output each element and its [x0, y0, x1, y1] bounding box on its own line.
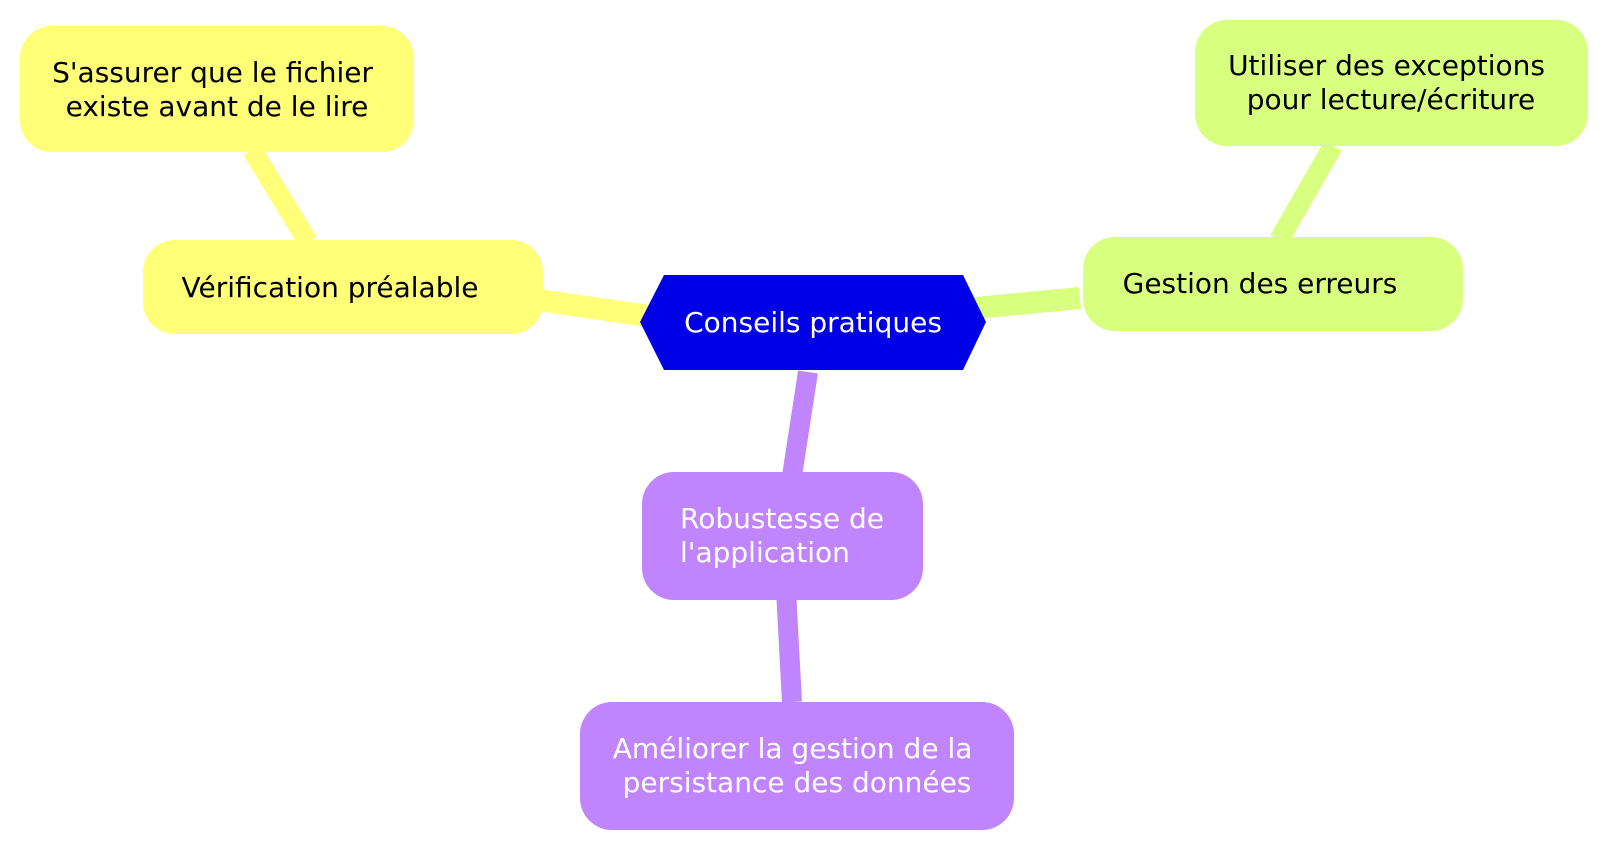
file-existence-node[interactable]: S'assurer que le fichier existe avant de… — [20, 26, 414, 152]
exceptions-node[interactable]: Utiliser des exceptions pour lecture/écr… — [1195, 20, 1588, 146]
branch-error-handling-label: Gestion des erreurs — [1123, 267, 1398, 300]
exceptions-line-2: pour lecture/écriture — [1247, 83, 1536, 116]
persistence-label: Améliorer la gestion de la persistance d… — [613, 732, 982, 799]
persistence-line-1: Améliorer la gestion de la — [613, 732, 973, 765]
edge-root-to-robustness — [782, 370, 818, 478]
edges — [243, 141, 1342, 703]
root-node[interactable]: Conseils pratiques — [640, 275, 986, 370]
file-existence-label: S'assurer que le fichier existe avant de… — [52, 56, 382, 123]
branch-robustness-node[interactable]: Robustesse de l'application — [642, 472, 923, 600]
root-node-label: Conseils pratiques — [684, 306, 942, 339]
edge-robustness-to-persistence — [776, 589, 802, 703]
branch-error-handling-shape — [1083, 237, 1463, 331]
branch-verification-node[interactable]: Vérification préalable — [143, 240, 543, 334]
branch-error-handling-node[interactable]: Gestion des erreurs — [1083, 237, 1463, 331]
edge-error-handling-to-exceptions — [1270, 141, 1342, 245]
exceptions-label: Utiliser des exceptions pour lecture/écr… — [1228, 49, 1554, 116]
branch-verification-shape — [143, 240, 543, 334]
persistence-line-2: persistance des données — [623, 766, 972, 799]
branch-robustness-shape — [642, 472, 923, 600]
edge-root-to-verification — [522, 287, 650, 327]
branch-robustness-line-1: Robustesse de — [680, 502, 884, 535]
root-node-shape — [640, 275, 986, 370]
branch-robustness-line-2: l'application — [680, 536, 850, 569]
branch-verification-label: Vérification préalable — [182, 271, 479, 304]
file-existence-line-2: existe avant de le lire — [66, 90, 369, 123]
exceptions-line-1: Utiliser des exceptions — [1228, 49, 1545, 82]
exceptions-shape — [1195, 20, 1588, 146]
file-existence-line-1: S'assurer que le fichier — [52, 56, 373, 89]
persistence-shape — [580, 702, 1014, 830]
edge-verification-to-file-check — [243, 144, 317, 248]
persistence-node[interactable]: Améliorer la gestion de la persistance d… — [580, 702, 1014, 830]
file-existence-shape — [20, 26, 414, 152]
branch-robustness-label: Robustesse de l'application — [680, 502, 893, 569]
